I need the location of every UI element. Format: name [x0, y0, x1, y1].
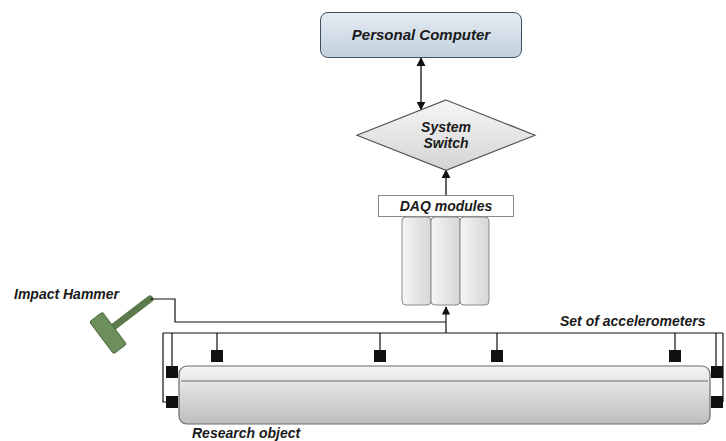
computer-box: Personal Computer	[320, 12, 522, 58]
research-beam	[179, 366, 710, 424]
signal-wire	[150, 299, 723, 402]
device-label: Set of accelerometers	[560, 314, 706, 329]
node-text: System Switch	[411, 119, 481, 151]
daq-module	[402, 217, 489, 305]
switch-diamond: System Switch	[357, 100, 535, 170]
impact-hammer	[90, 299, 150, 354]
daq-label-box: DAQ modules	[378, 195, 514, 217]
node-text: Personal Computer	[352, 26, 490, 43]
object-label: Research object	[192, 426, 300, 441]
connector-arrow	[420, 58, 421, 110]
node-text: DAQ modules	[400, 198, 493, 214]
accelerometer	[166, 350, 723, 408]
connector-arrow	[445, 170, 446, 195]
device-label: Impact Hammer	[14, 287, 119, 302]
